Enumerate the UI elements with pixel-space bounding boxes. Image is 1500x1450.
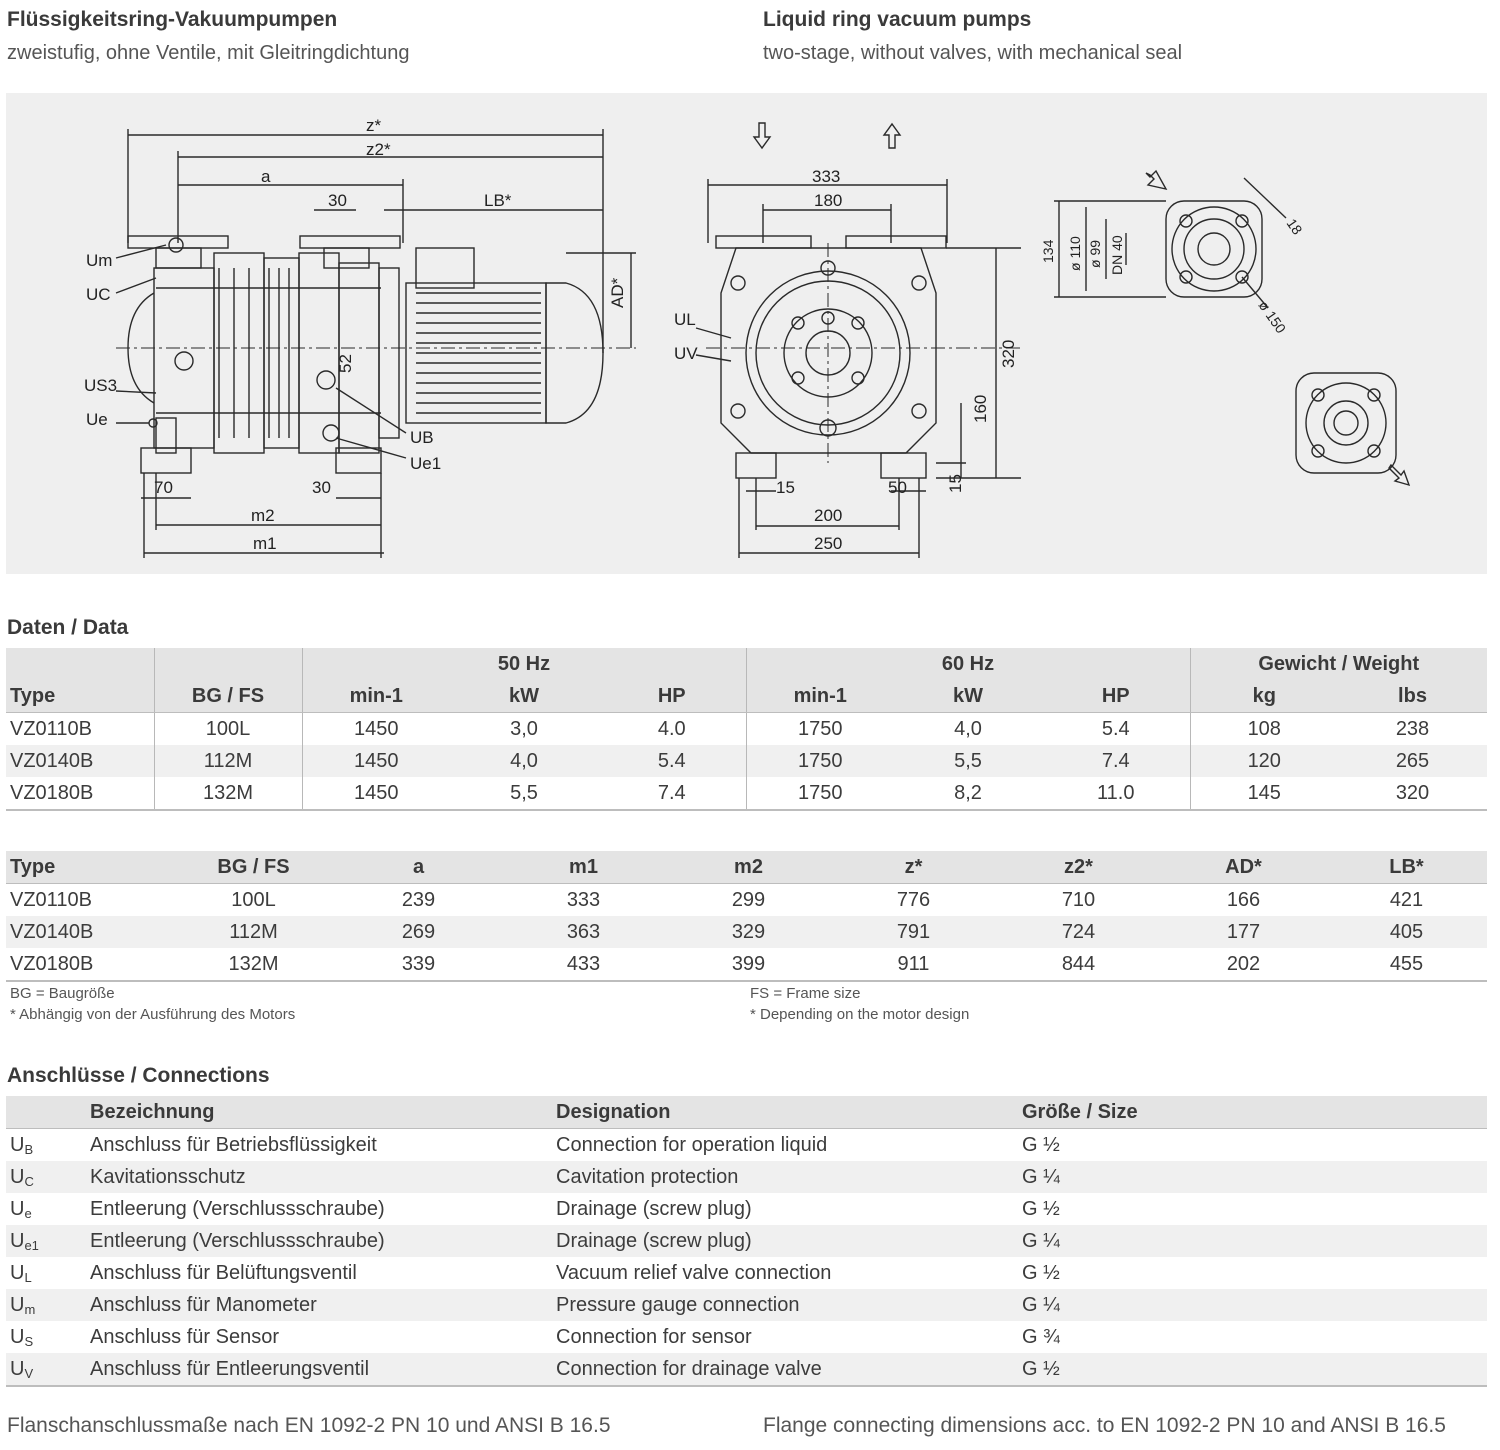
note-motor-en: * Depending on the motor design: [750, 1006, 970, 1023]
dim-col-ad: AD*: [1161, 851, 1326, 884]
dim-col-z: z*: [831, 851, 996, 884]
dim-z: z*: [366, 116, 382, 135]
dim-a: a: [261, 167, 271, 186]
conn-col-symbol: [6, 1096, 86, 1129]
table-row: UC Kavitationsschutz Cavitation protecti…: [6, 1161, 1487, 1193]
table-row: VZ0180B 132M 339 433 399 911 844 202 455: [6, 948, 1487, 982]
dim-30-bottom: 30: [312, 478, 331, 497]
dim-col-m2: m2: [666, 851, 831, 884]
label-us3: US3: [84, 376, 117, 395]
dim-lb: LB*: [484, 191, 512, 210]
conn-col-en: Designation: [552, 1096, 1018, 1129]
col-lbs: lbs: [1338, 680, 1487, 713]
dim-dn40: DN 40: [1109, 235, 1125, 275]
header-50hz: 50 Hz: [301, 648, 746, 680]
label-ue1: Ue1: [410, 454, 441, 473]
dim-col-type: Type: [6, 851, 171, 884]
table-row: VZ0140B 112M 269 363 329 791 724 177 405: [6, 916, 1487, 948]
dim-15-left: 15: [776, 478, 795, 497]
connections-table: Bezeichnung Designation Größe / Size UB …: [6, 1096, 1487, 1387]
dim-col-z2: z2*: [996, 851, 1161, 884]
conn-col-size: Größe / Size: [1018, 1096, 1487, 1129]
dim-z2: z2*: [366, 140, 391, 159]
connections-title: Anschlüsse / Connections: [7, 1064, 270, 1087]
dim-m1: m1: [253, 534, 277, 553]
col-min-50: min-1: [301, 680, 450, 713]
conn-symbol: UL: [10, 1261, 32, 1285]
col-min-60: min-1: [745, 680, 894, 713]
dim-160: 160: [971, 395, 990, 423]
label-ul: UL: [674, 310, 696, 329]
conn-symbol: Ue1: [6, 1225, 86, 1257]
table-row: VZ0110B 100L 1450 3,0 4.0 1750 4,0 5.4 1…: [6, 712, 1487, 745]
dim-col-bgfs: BG / FS: [171, 851, 336, 884]
col-kg: kg: [1189, 680, 1338, 713]
footer-en: Flange connecting dimensions acc. to EN …: [763, 1414, 1446, 1437]
label-ub: UB: [410, 428, 434, 447]
conn-symbol: UV: [6, 1353, 86, 1387]
table-row: Ue Entleerung (Verschlussschraube) Drain…: [6, 1193, 1487, 1225]
note-motor-de: * Abhängig von der Ausführung des Motors: [10, 1006, 296, 1023]
dim-col-lb: LB*: [1326, 851, 1487, 884]
table-row: VZ0140B 112M 1450 4,0 5.4 1750 5,5 7.4 1…: [6, 745, 1487, 777]
label-ue: Ue: [86, 410, 108, 429]
label-uv: UV: [674, 344, 698, 363]
label-um: Um: [86, 251, 112, 270]
dim-134: 134: [1040, 239, 1056, 263]
conn-symbol: US: [10, 1325, 34, 1349]
dim-30-top: 30: [328, 191, 347, 210]
dim-320: 320: [999, 340, 1018, 368]
dim-200: 200: [814, 506, 842, 525]
technical-drawing: z* z2* a 30 LB* AD* 52 70 30 m2 m1 Um UC…: [6, 93, 1487, 574]
header-weight: Gewicht / Weight: [1189, 648, 1487, 680]
col-hp-60: HP: [1042, 680, 1190, 713]
table-row: US Anschluss für Sensor Connection for s…: [6, 1321, 1487, 1353]
dim-180: 180: [814, 191, 842, 210]
header-60hz: 60 Hz: [745, 648, 1190, 680]
table-row: Ue1 Entleerung (Verschlussschraube) Drai…: [6, 1225, 1487, 1257]
footer-de: Flanschanschlussmaße nach EN 1092-2 PN 1…: [7, 1414, 611, 1437]
col-kw-60: kW: [894, 680, 1042, 713]
dim-m2: m2: [251, 506, 275, 525]
pump-drawing-svg: z* z2* a 30 LB* AD* 52 70 30 m2 m1 Um UC…: [84, 116, 1411, 558]
subtitle-de: zweistufig, ohne Ventile, mit Gleitringd…: [7, 42, 410, 64]
dimensions-table: Type BG / FS a m1 m2 z* z2* AD* LB* VZ01…: [6, 851, 1487, 982]
table-row: UL Anschluss für Belüftungsventil Vacuum…: [6, 1257, 1487, 1289]
dim-50: 50: [888, 478, 907, 497]
conn-symbol: UC: [6, 1161, 86, 1193]
conn-symbol: Um: [6, 1289, 86, 1321]
col-type: Type: [6, 680, 154, 713]
note-bg: BG = Baugröße: [10, 985, 115, 1002]
dim-110: ø 110: [1067, 236, 1083, 271]
title-en: Liquid ring vacuum pumps: [763, 8, 1032, 31]
data-section-title: Daten / Data: [7, 616, 129, 639]
dim-18: 18: [1284, 216, 1306, 238]
table-row: UV Anschluss für Entleerungsventil Conne…: [6, 1353, 1487, 1387]
conn-symbol: UB: [10, 1133, 34, 1157]
subtitle-en: two-stage, without valves, with mechanic…: [763, 42, 1183, 64]
dim-70: 70: [154, 478, 173, 497]
col-kw-50: kW: [450, 680, 598, 713]
dim-52: 52: [336, 354, 355, 373]
dim-150: ø 150: [1256, 298, 1290, 337]
dim-col-a: a: [336, 851, 501, 884]
conn-col-de: Bezeichnung: [86, 1096, 552, 1129]
table-row: VZ0180B 132M 1450 5,5 7.4 1750 8,2 11.0 …: [6, 777, 1487, 811]
dim-99: ø 99: [1087, 240, 1103, 268]
table-row: Um Anschluss für Manometer Pressure gaug…: [6, 1289, 1487, 1321]
dim-ad: AD*: [608, 277, 627, 308]
conn-symbol: Ue: [10, 1197, 32, 1221]
data-table: 50 Hz 60 Hz Gewicht / Weight Type BG / F…: [6, 648, 1487, 811]
title-de: Flüssigkeitsring-Vakuumpumpen: [7, 8, 338, 31]
note-fs: FS = Frame size: [750, 985, 861, 1002]
label-uc: UC: [86, 285, 111, 304]
col-bgfs: BG / FS: [153, 680, 302, 713]
table-row: UB Anschluss für Betriebsflüssigkeit Con…: [6, 1129, 1487, 1162]
col-hp-50: HP: [598, 680, 746, 713]
dim-col-m1: m1: [501, 851, 666, 884]
dim-333: 333: [812, 167, 840, 186]
table-row: VZ0110B 100L 239 333 299 776 710 166 421: [10, 888, 1424, 911]
dim-250: 250: [814, 534, 842, 553]
dim-15-right: 15: [946, 474, 965, 493]
